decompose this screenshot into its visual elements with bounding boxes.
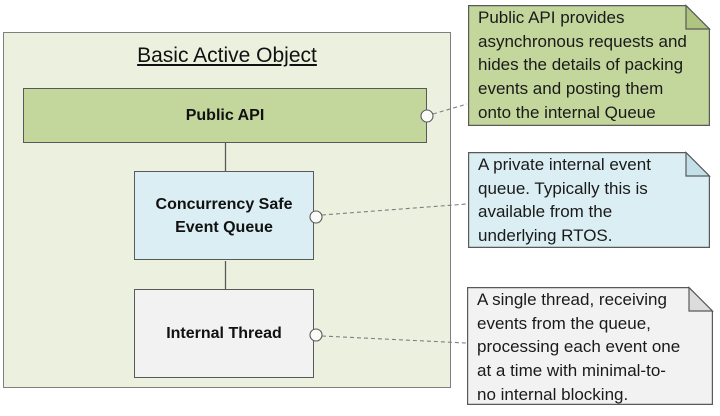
box-public-api: Public API: [23, 88, 427, 143]
box-event-queue-label: Concurrency Safe Event Queue: [155, 195, 293, 236]
box-internal-thread: Internal Thread: [134, 289, 314, 378]
annotation-note-public-api: Public API provides asynchronous request…: [468, 4, 711, 127]
folded-note-shape: [467, 286, 714, 406]
box-public-api-label: Public API: [185, 107, 265, 124]
annotation-note-internal-thread: A single thread, receiving events from t…: [467, 286, 714, 406]
folded-corner-icon: [685, 151, 711, 177]
folded-note-shape: [468, 151, 711, 249]
folded-note-shape: [468, 4, 711, 127]
folded-corner-icon: [685, 4, 711, 30]
box-event-queue: Concurrency Safe Event Queue: [134, 171, 314, 260]
note-event-queue-text: A private internal event queue. Typicall…: [478, 155, 651, 246]
note-internal-thread-text: A single thread, receiving events from t…: [477, 290, 681, 404]
diagram-title: Basic Active Object: [137, 44, 317, 67]
box-internal-thread-label: Internal Thread: [166, 325, 282, 342]
active-object-container: Basic Active Object Public API Concurren…: [3, 32, 451, 388]
note-public-api-text: Public API provides asynchronous request…: [478, 8, 687, 122]
annotation-note-event-queue: A private internal event queue. Typicall…: [468, 151, 711, 249]
folded-corner-icon: [688, 286, 714, 312]
